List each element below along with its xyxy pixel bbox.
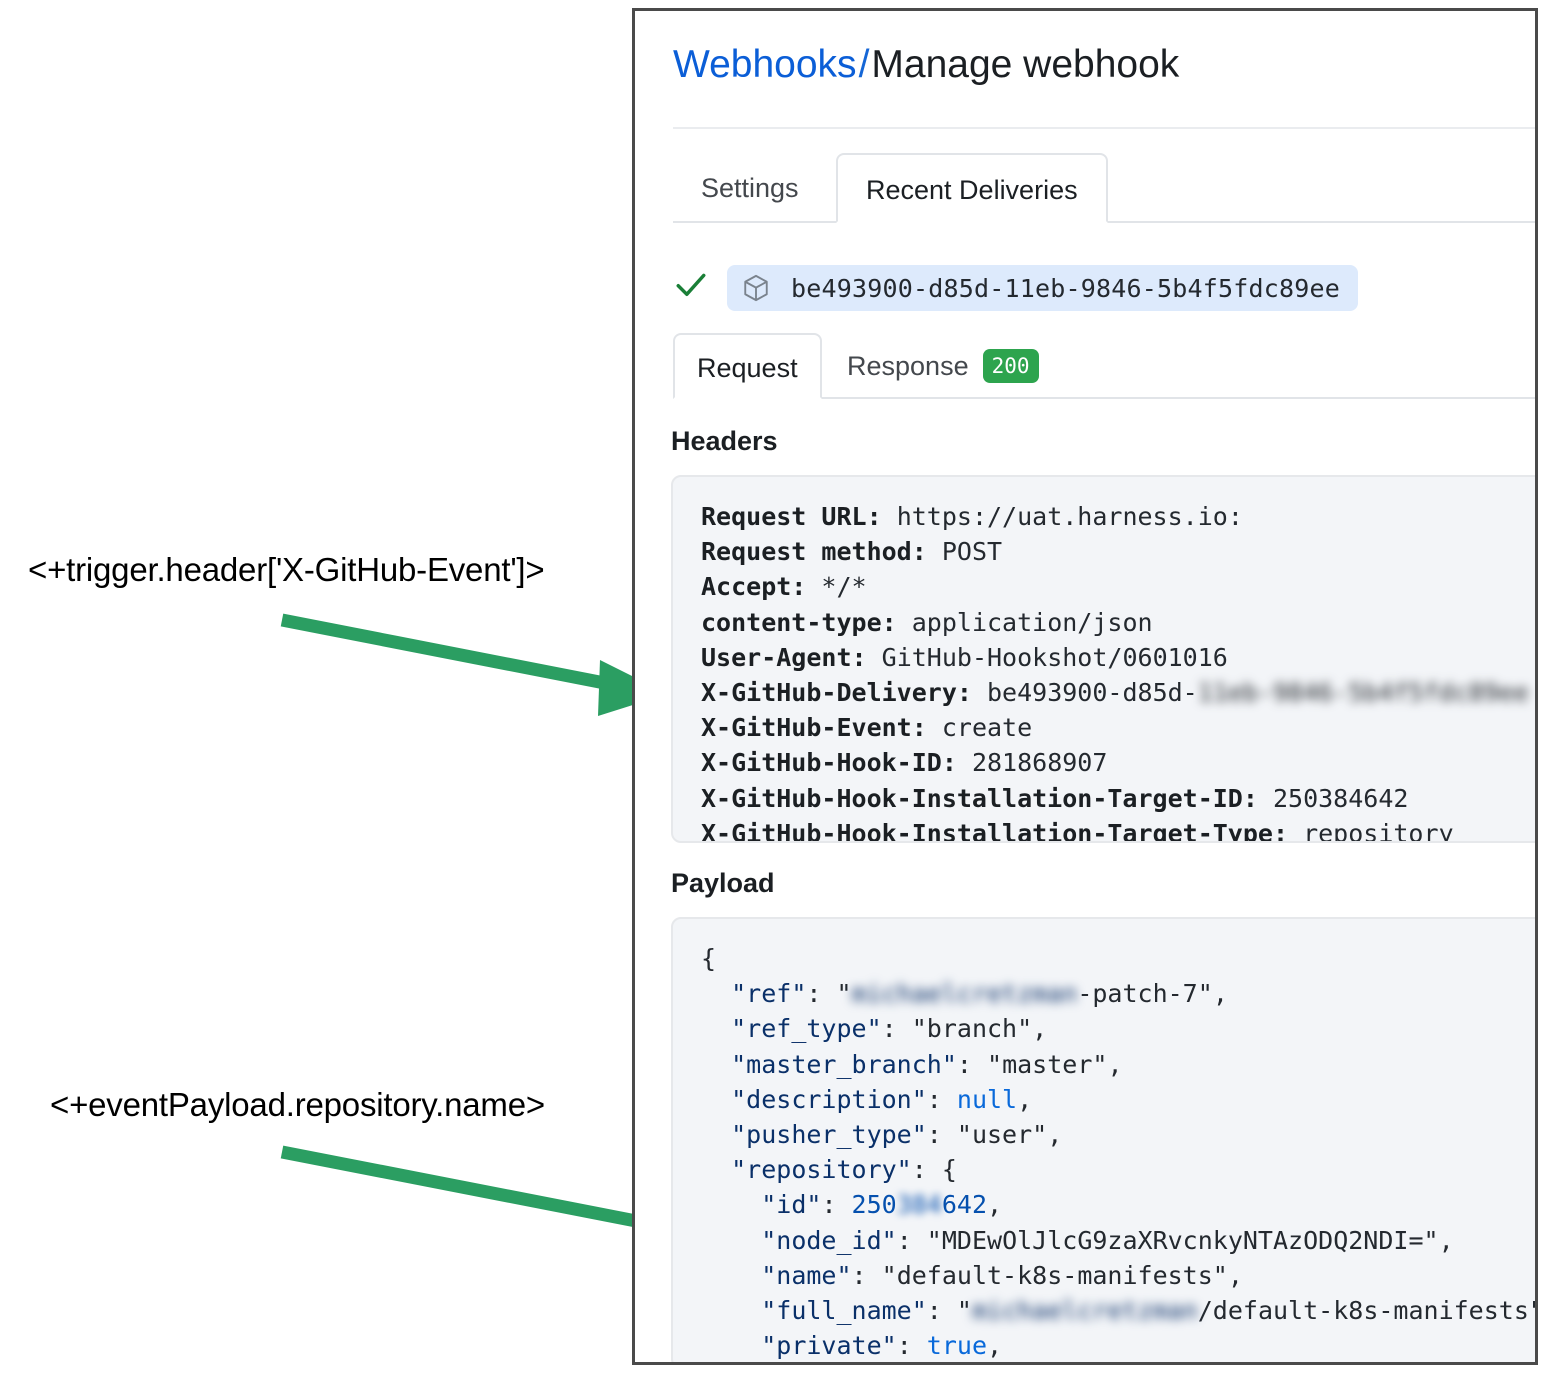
headers-caption: Headers (671, 426, 778, 456)
header-key: X-GitHub-Hook-ID: (701, 748, 957, 778)
headers-code-block: Request URL: https://uat.harness.io: Req… (671, 475, 1535, 843)
header-key: X-GitHub-Event: (701, 713, 927, 743)
payload-ref-type: branch (926, 1014, 1018, 1044)
arrow-to-x-github-event (280, 613, 668, 716)
payload-full-name-suffix: /default-k8s-manifests (1197, 1296, 1529, 1326)
breadcrumb-link-webhooks[interactable]: Webhooks (673, 43, 857, 86)
check-icon (676, 273, 706, 297)
breadcrumb-separator: / (858, 43, 870, 86)
header-value: */* (821, 572, 867, 602)
header-key: Accept: (701, 572, 807, 602)
header-value: application/json (911, 607, 1153, 637)
payload-ref-redacted: michaelcretzman (851, 979, 1078, 1009)
header-value: GitHub-Hookshot/0601016 (881, 642, 1228, 672)
payload-repo-id-prefix: 250 (851, 1190, 897, 1220)
header-value: 250384642 (1272, 783, 1409, 813)
payload-repo-id-suffix: 642 (941, 1190, 988, 1220)
header-key: X-GitHub-Hook-Installation-Target-Type: (701, 818, 1288, 843)
breadcrumb: Webhooks/Manage webhook (673, 43, 1179, 87)
payload-pusher-type: user (971, 1120, 1033, 1150)
header-key: Request method: (701, 537, 927, 567)
header-key: X-GitHub-Delivery: (701, 678, 972, 708)
header-value: https://uat.harness.io: (896, 502, 1243, 531)
header-value: 281868907 (971, 748, 1108, 778)
header-value: POST (941, 537, 1003, 567)
payload-master-branch: master (1002, 1049, 1093, 1079)
payload-ref-suffix: -patch-7 (1077, 979, 1198, 1009)
header-key: content-type: (701, 607, 897, 637)
payload-caption: Payload (671, 868, 775, 898)
page-title: Manage webhook (871, 43, 1180, 86)
webhook-tabs: Settings Recent Deliveries (673, 151, 1535, 223)
annotation-label-event-payload: <+eventPayload.repository.name> (50, 1086, 545, 1123)
payload-node-id: MDEwOlJlcG9zaXRvcnkyNTAzODQ2NDI= (941, 1225, 1424, 1255)
tab-request[interactable]: Request (673, 333, 822, 399)
header-divider (673, 127, 1535, 129)
delivery-guid-text: be493900-d85d-11eb-9846-5b4f5fdc89ee (791, 273, 1341, 303)
tab-response[interactable]: Response 200 (825, 333, 1061, 399)
github-webhook-panel: Webhooks/Manage webhook Settings Recent … (632, 8, 1538, 1365)
payload-repo-name: default-k8s-manifests (896, 1260, 1213, 1290)
payload-code-block: { "ref": "michaelcretzman-patch-7", "ref… (671, 917, 1535, 1362)
header-key: X-GitHub-Hook-Installation-Target-ID: (701, 783, 1258, 813)
payload-repo-id-redacted: 384 (896, 1190, 942, 1220)
header-value: create (941, 713, 1033, 743)
tab-response-label: Response (847, 351, 969, 381)
header-key: Request URL: (701, 502, 882, 531)
rrtabs-underline (673, 397, 1535, 399)
header-value: repository (1303, 818, 1454, 843)
status-badge: 200 (982, 349, 1039, 383)
payload-description: null (956, 1084, 1018, 1114)
header-value: be493900-d85d- (987, 678, 1198, 708)
payload-full-name-redacted: michaelcretzman (971, 1296, 1198, 1326)
annotation-label-trigger-header: <+trigger.header['X-GitHub-Event']> (28, 551, 545, 588)
header-value-redacted: 11eb-9846-5b4f5fdc89ee (1197, 678, 1529, 708)
delivery-guid-chip[interactable]: be493900-d85d-11eb-9846-5b4f5fdc89ee (727, 265, 1359, 311)
header-key: User-Agent: (701, 642, 867, 672)
tab-settings[interactable]: Settings (701, 173, 799, 203)
tab-recent-deliveries[interactable]: Recent Deliveries (836, 153, 1108, 223)
payload-private: true (926, 1331, 988, 1361)
package-cube-icon (744, 274, 768, 302)
request-response-tabs: Request Response 200 (673, 331, 1535, 399)
